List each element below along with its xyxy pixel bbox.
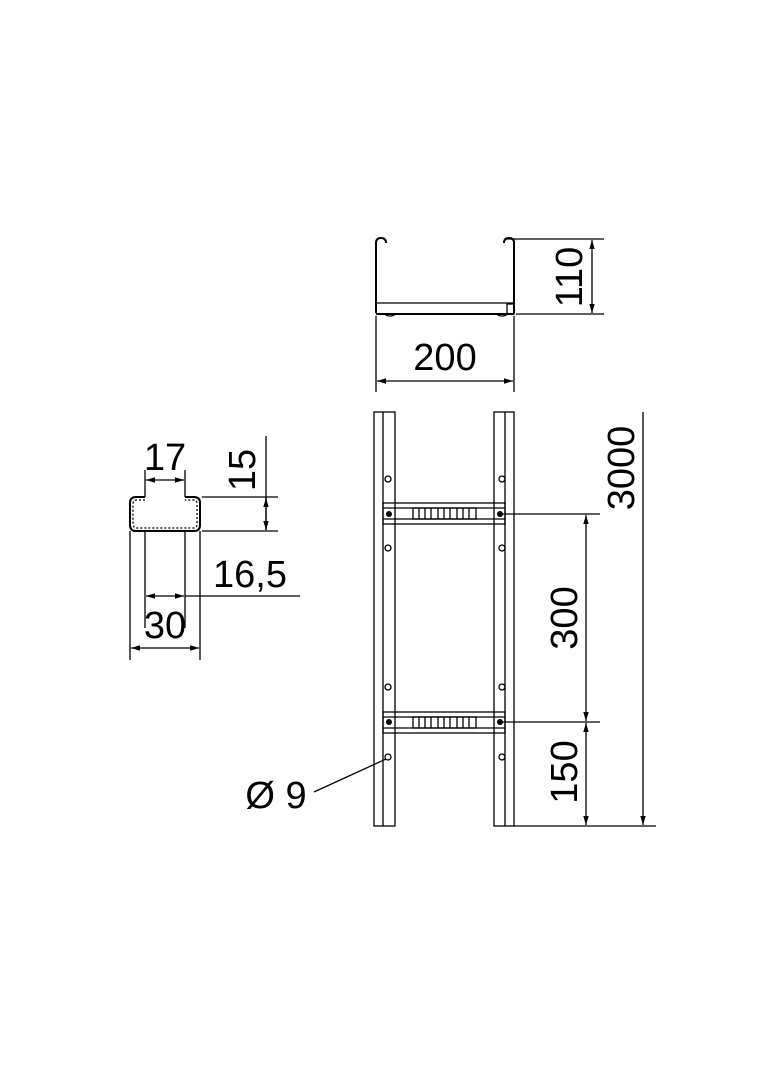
end-view: 200 110 — [375, 236, 604, 392]
hole-diameter-label: Ø 9 — [245, 775, 306, 817]
rung-spacing-label: 300 — [544, 586, 586, 649]
profile-height-label: 15 — [222, 449, 264, 491]
outer-width-label: 30 — [144, 605, 186, 647]
total-length-label: 3000 — [601, 426, 643, 511]
top-opening-label: 17 — [144, 437, 186, 479]
width-dimension-label: 200 — [413, 337, 476, 379]
ladder-side-view: Ø 9 300 150 3000 — [245, 411, 656, 827]
rail-profile-section: 17 15 16,5 30 — [129, 436, 300, 660]
height-dimension-label: 110 — [549, 247, 591, 308]
rung — [382, 711, 506, 734]
left-rail — [373, 411, 396, 827]
rung — [382, 502, 506, 525]
end-offset-label: 150 — [544, 740, 586, 803]
inner-width-label: 16,5 — [213, 554, 287, 596]
right-rail — [493, 411, 515, 827]
rail-holes — [384, 475, 506, 761]
